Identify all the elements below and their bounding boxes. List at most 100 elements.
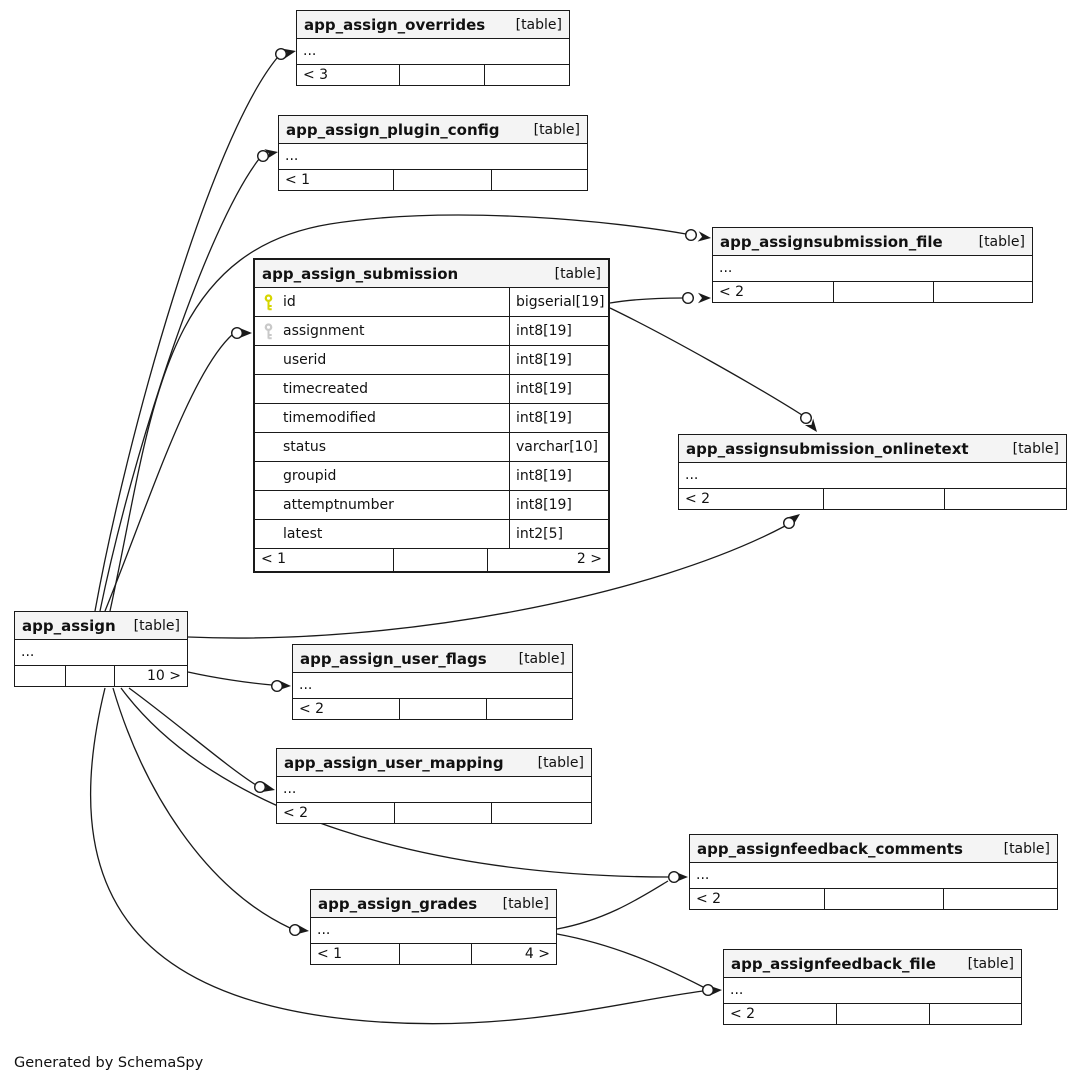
table-type-label: [table] — [133, 617, 180, 634]
footer-mid-cell — [65, 666, 114, 686]
table-app_assign[interactable]: app_assign [table] ... 10 > — [14, 611, 188, 687]
table-app_assignsubmission_file[interactable]: app_assignsubmission_file [table] ... < … — [712, 227, 1033, 303]
column-row-groupid: groupid int8[19] — [255, 462, 608, 491]
table-type-label: [table] — [554, 265, 601, 282]
footer-mid-cell — [823, 489, 944, 509]
table-type-label: [table] — [518, 650, 565, 667]
column-name: groupid — [283, 468, 337, 484]
column-type: int8[19] — [516, 381, 572, 397]
column-name: timemodified — [283, 410, 376, 426]
relation-app_assign-feedback_comments — [120, 687, 670, 878]
table-app_assignfeedback_comments[interactable]: app_assignfeedback_comments [table] ... … — [689, 834, 1058, 910]
columns-ellipsis: ... — [297, 39, 569, 65]
table-app_assign_user_flags[interactable]: app_assign_user_flags [table] ... < 2 — [292, 644, 573, 720]
relation-submission-submission_file — [609, 297, 684, 304]
table-footer: < 2 — [277, 803, 591, 823]
table-header: app_assign_overrides [table] — [297, 11, 569, 39]
footer-left-count: < 1 — [317, 946, 343, 962]
table-name: app_assign_plugin_config — [286, 120, 500, 139]
table-footer: < 2 — [679, 489, 1066, 509]
footer-right-count: 4 > — [471, 944, 556, 964]
table-footer: 10 > — [15, 666, 187, 686]
table-app_assign_grades[interactable]: app_assign_grades [table] ... < 1 4 > — [310, 889, 557, 965]
table-app_assign_overrides[interactable]: app_assign_overrides [table] ... < 3 — [296, 10, 570, 86]
footer-mid-cell — [399, 699, 486, 719]
footer-left-count: < 1 — [261, 551, 287, 567]
column-name: status — [283, 439, 327, 455]
columns-ellipsis: ... — [293, 673, 572, 699]
table-app_assign_plugin_config[interactable]: app_assign_plugin_config [table] ... < 1 — [278, 115, 588, 191]
column-name: userid — [283, 352, 327, 368]
table-header: app_assignsubmission_file [table] — [713, 228, 1032, 256]
footer-left-count: < 2 — [283, 805, 309, 821]
column-type: varchar[10] — [516, 439, 598, 455]
terminator-overrides — [275, 48, 296, 61]
table-app_assign_user_mapping[interactable]: app_assign_user_mapping [table] ... < 2 — [276, 748, 592, 824]
table-footer: < 1 — [279, 170, 587, 190]
column-name: attemptnumber — [283, 497, 394, 513]
terminator-onlinetext-top — [800, 412, 817, 432]
table-name: app_assign_grades — [318, 894, 478, 913]
columns-ellipsis: ... — [713, 256, 1032, 282]
column-row-userid: userid int8[19] — [255, 346, 608, 375]
footer-right-count — [484, 65, 569, 85]
columns-ellipsis: ... — [311, 918, 556, 944]
footer-right-count — [486, 699, 572, 719]
relation-terminators — [230, 48, 817, 997]
table-app_assign_submission[interactable]: app_assign_submission [table] id bigseri… — [253, 258, 610, 573]
terminator-submission_file-bottom — [682, 292, 711, 305]
footer-mid-cell — [824, 889, 943, 909]
terminator-feedback_file — [702, 984, 722, 997]
column-row-latest: latest int2[5] — [255, 520, 608, 549]
footer-mid-cell — [833, 282, 933, 302]
table-type-label: [table] — [537, 754, 584, 771]
footer-right-count — [929, 1004, 1021, 1024]
table-name: app_assign_user_mapping — [284, 753, 504, 772]
generated-by-note: Generated by SchemaSpy — [14, 1055, 204, 1071]
terminator-user_flags — [271, 680, 291, 693]
footer-mid-cell — [393, 170, 491, 190]
table-header: app_assign_user_mapping [table] — [277, 749, 591, 777]
table-name: app_assignfeedback_comments — [697, 839, 963, 858]
column-type: int2[5] — [516, 526, 563, 542]
terminator-feedback_comments — [668, 871, 688, 884]
footer-right-count — [944, 489, 1066, 509]
table-header: app_assign_plugin_config [table] — [279, 116, 587, 144]
table-footer: < 2 — [690, 889, 1057, 909]
footer-left-count: < 1 — [285, 172, 311, 188]
column-type: int8[19] — [516, 468, 572, 484]
table-header: app_assign_submission [table] — [255, 260, 608, 288]
column-name: id — [283, 294, 296, 310]
columns-ellipsis: ... — [724, 978, 1021, 1004]
table-type-label: [table] — [1012, 440, 1059, 457]
table-app_assignsubmission_onlinetext[interactable]: app_assignsubmission_onlinetext [table] … — [678, 434, 1067, 510]
relation-grades-feedback_comments — [556, 880, 669, 930]
column-row-assignment: assignment int8[19] — [255, 317, 608, 346]
table-type-label: [table] — [515, 16, 562, 33]
table-app_assignfeedback_file[interactable]: app_assignfeedback_file [table] ... < 2 — [723, 949, 1022, 1025]
column-type: int8[19] — [516, 497, 572, 513]
column-row-id: id bigserial[19] — [255, 288, 608, 317]
table-type-label: [table] — [1003, 840, 1050, 857]
table-footer: < 1 2 > — [255, 549, 608, 571]
footer-right-count: 2 > — [487, 549, 608, 571]
relation-app_assign-submission_file — [109, 214, 687, 612]
table-name: app_assign — [22, 616, 116, 635]
table-name: app_assign_overrides — [304, 15, 486, 34]
terminator-grades — [289, 924, 309, 937]
footer-mid-cell — [836, 1004, 929, 1024]
footer-left-count: < 2 — [685, 491, 711, 507]
columns-ellipsis: ... — [279, 144, 587, 170]
footer-right-count — [933, 282, 1032, 302]
table-name: app_assignfeedback_file — [731, 954, 936, 973]
relation-app_assign-user_flags — [187, 671, 273, 686]
table-header: app_assign_grades [table] — [311, 890, 556, 918]
columns-ellipsis: ... — [679, 463, 1066, 489]
primary-key-icon — [262, 293, 283, 311]
footer-right-count — [943, 889, 1057, 909]
column-type: int8[19] — [516, 410, 572, 426]
table-name: app_assign_submission — [262, 264, 459, 283]
columns-ellipsis: ... — [277, 777, 591, 803]
terminator-submission_file-top — [685, 228, 711, 242]
